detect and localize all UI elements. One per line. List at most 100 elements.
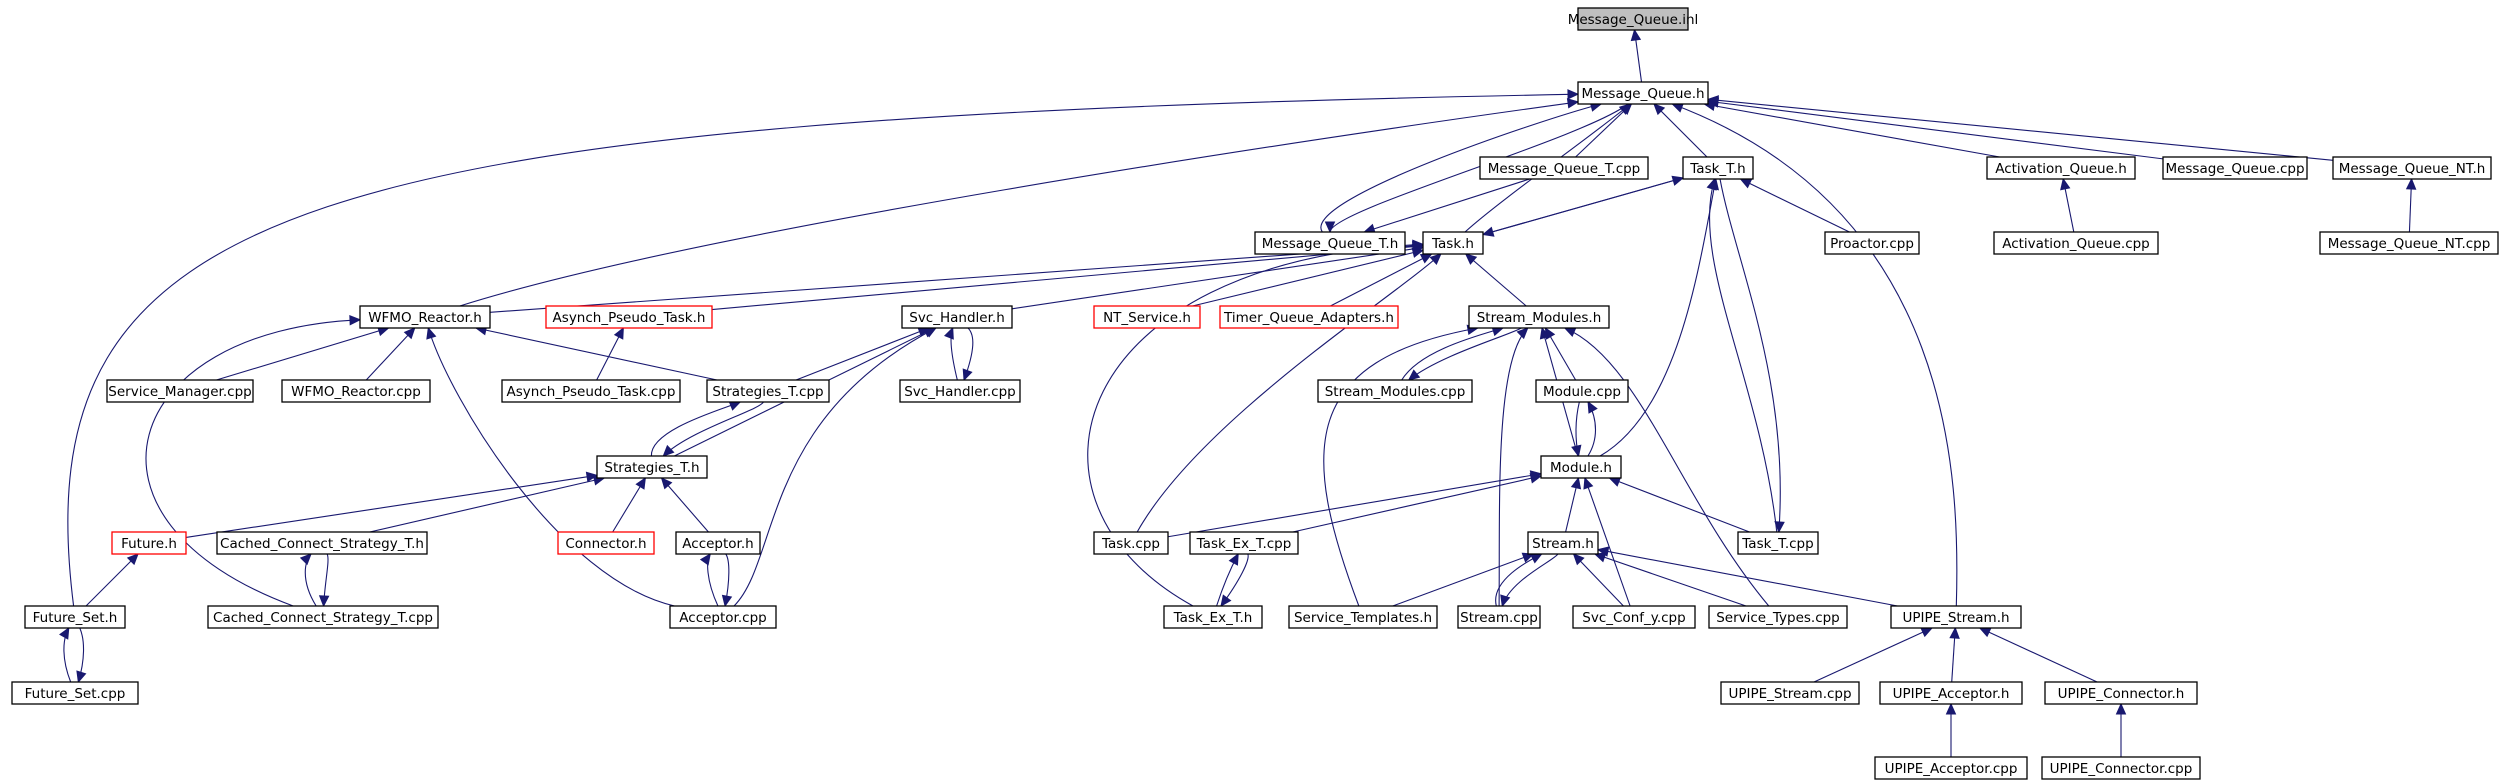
node-ntsvc-h[interactable]: NT_Service.h: [1093, 305, 1201, 329]
node-box[interactable]: [1457, 605, 1541, 629]
node-box[interactable]: [669, 605, 777, 629]
node-box[interactable]: [1219, 305, 1399, 329]
node-box[interactable]: [1577, 81, 1709, 105]
node-box[interactable]: [706, 379, 830, 403]
node-module-h[interactable]: Module.h: [1540, 455, 1622, 479]
node-ccs-cpp[interactable]: Cached_Connect_Strategy_T.cpp: [207, 605, 439, 629]
node-msgq-h[interactable]: Message_Queue.h: [1577, 81, 1709, 105]
node-box[interactable]: [675, 531, 761, 555]
node-box[interactable]: [1824, 231, 1920, 255]
node-proactor[interactable]: Proactor.cpp: [1824, 231, 1920, 255]
node-apt-cpp[interactable]: Asynch_Pseudo_Task.cpp: [501, 379, 681, 403]
node-box[interactable]: [596, 455, 708, 479]
node-taskt-h[interactable]: Task_T.h: [1682, 156, 1754, 180]
node-msgqnt-cpp[interactable]: Message_Queue_NT.cpp: [2319, 231, 2499, 255]
node-box[interactable]: [216, 531, 428, 555]
node-msgq-inl[interactable]: Message_Queue.inl: [1568, 7, 1699, 31]
node-box[interactable]: [1254, 231, 1406, 255]
node-box[interactable]: [1874, 756, 2028, 780]
node-acceptor-cpp[interactable]: Acceptor.cpp: [669, 605, 777, 629]
node-box[interactable]: [1535, 379, 1629, 403]
node-box[interactable]: [1708, 605, 1848, 629]
node-strat-cpp[interactable]: Strategies_T.cpp: [706, 379, 830, 403]
node-box[interactable]: [1890, 605, 2022, 629]
node-box[interactable]: [2332, 156, 2492, 180]
node-box[interactable]: [557, 531, 655, 555]
node-upacc-h[interactable]: UPIPE_Acceptor.h: [1879, 681, 2023, 705]
node-box[interactable]: [2044, 681, 2198, 705]
node-apt-h[interactable]: Asynch_Pseudo_Task.h: [545, 305, 713, 329]
node-box[interactable]: [2162, 156, 2308, 180]
node-futset-cpp[interactable]: Future_Set.cpp: [11, 681, 139, 705]
node-svctypes-cpp[interactable]: Service_Types.cpp: [1708, 605, 1848, 629]
node-box[interactable]: [1720, 681, 1860, 705]
node-box[interactable]: [1572, 605, 1696, 629]
node-wfmo-cpp[interactable]: WFMO_Reactor.cpp: [281, 379, 431, 403]
node-strmod-cpp[interactable]: Stream_Modules.cpp: [1317, 379, 1473, 403]
node-stream-cpp[interactable]: Stream.cpp: [1457, 605, 1541, 629]
node-upipe-h[interactable]: UPIPE_Stream.h: [1890, 605, 2022, 629]
node-taskt-cpp[interactable]: Task_T.cpp: [1737, 531, 1819, 555]
node-ccs-h[interactable]: Cached_Connect_Strategy_T.h: [216, 531, 428, 555]
node-upconn-h[interactable]: UPIPE_Connector.h: [2044, 681, 2198, 705]
node-actq-cpp[interactable]: Activation_Queue.cpp: [1993, 231, 2159, 255]
node-box[interactable]: [1189, 531, 1299, 555]
node-box[interactable]: [1527, 531, 1599, 555]
node-box[interactable]: [1993, 231, 2159, 255]
node-box[interactable]: [24, 605, 126, 629]
node-tqa-h[interactable]: Timer_Queue_Adapters.h: [1219, 305, 1399, 329]
node-task-cpp[interactable]: Task.cpp: [1093, 531, 1169, 555]
node-box[interactable]: [1468, 305, 1610, 329]
node-box[interactable]: [1737, 531, 1819, 555]
node-box[interactable]: [899, 379, 1021, 403]
node-box[interactable]: [2041, 756, 2201, 780]
node-msgq-cpp[interactable]: Message_Queue.cpp: [2162, 156, 2308, 180]
node-upipe-cpp[interactable]: UPIPE_Stream.cpp: [1720, 681, 1860, 705]
node-box[interactable]: [545, 305, 713, 329]
node-box[interactable]: [1682, 156, 1754, 180]
node-future-h[interactable]: Future.h: [111, 531, 187, 555]
node-upacc-cpp[interactable]: UPIPE_Acceptor.cpp: [1874, 756, 2028, 780]
node-svcconf-cpp[interactable]: Svc_Conf_y.cpp: [1572, 605, 1696, 629]
node-msgqt-h[interactable]: Message_Queue_T.h: [1254, 231, 1406, 255]
node-upconn-cpp[interactable]: UPIPE_Connector.cpp: [2041, 756, 2201, 780]
node-box[interactable]: [1986, 156, 2136, 180]
node-box[interactable]: [281, 379, 431, 403]
node-msgqt-cpp[interactable]: Message_Queue_T.cpp: [1479, 156, 1649, 180]
node-connector-h[interactable]: Connector.h: [557, 531, 655, 555]
node-futset-h[interactable]: Future_Set.h: [24, 605, 126, 629]
node-box[interactable]: [359, 305, 491, 329]
node-box[interactable]: [1093, 531, 1169, 555]
node-box[interactable]: [1422, 231, 1484, 255]
node-stream-h[interactable]: Stream.h: [1527, 531, 1599, 555]
node-actq-h[interactable]: Activation_Queue.h: [1986, 156, 2136, 180]
node-box[interactable]: [11, 681, 139, 705]
node-box[interactable]: [207, 605, 439, 629]
node-module-cpp[interactable]: Module.cpp: [1535, 379, 1629, 403]
node-box[interactable]: [1479, 156, 1649, 180]
node-msgqnt-h[interactable]: Message_Queue_NT.h: [2332, 156, 2492, 180]
node-box[interactable]: [2319, 231, 2499, 255]
node-box[interactable]: [1317, 379, 1473, 403]
node-taskex-cpp[interactable]: Task_Ex_T.cpp: [1189, 531, 1299, 555]
node-box[interactable]: [1288, 605, 1438, 629]
node-strmod-h[interactable]: Stream_Modules.h: [1468, 305, 1610, 329]
node-svch-h[interactable]: Svc_Handler.h: [901, 305, 1013, 329]
node-box[interactable]: [1879, 681, 2023, 705]
node-svctpl-h[interactable]: Service_Templates.h: [1288, 605, 1438, 629]
node-box[interactable]: [901, 305, 1013, 329]
node-box[interactable]: [501, 379, 681, 403]
node-wfmo-h[interactable]: WFMO_Reactor.h: [359, 305, 491, 329]
node-task-h[interactable]: Task.h: [1422, 231, 1484, 255]
node-box[interactable]: [1577, 7, 1689, 31]
node-box[interactable]: [111, 531, 187, 555]
node-svcmgr[interactable]: Service_Manager.cpp: [106, 379, 254, 403]
node-taskex-h[interactable]: Task_Ex_T.h: [1163, 605, 1263, 629]
node-acceptor-h[interactable]: Acceptor.h: [675, 531, 761, 555]
node-svch-cpp[interactable]: Svc_Handler.cpp: [899, 379, 1021, 403]
node-box[interactable]: [1163, 605, 1263, 629]
node-box[interactable]: [1093, 305, 1201, 329]
node-box[interactable]: [106, 379, 254, 403]
node-box[interactable]: [1540, 455, 1622, 479]
node-strat-h[interactable]: Strategies_T.h: [596, 455, 708, 479]
